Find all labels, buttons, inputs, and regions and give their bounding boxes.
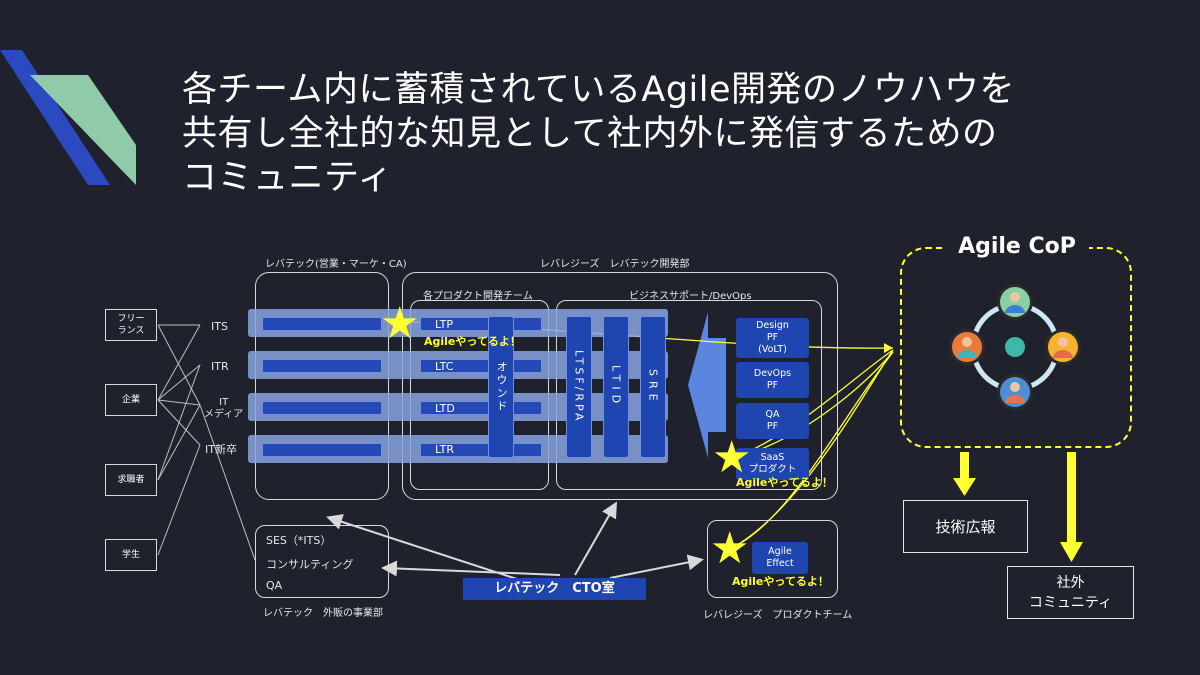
lane-bar-its-sales xyxy=(262,317,382,331)
label-business-support: ビジネスサポート/DevOps xyxy=(629,291,752,302)
column-owned: オウンド xyxy=(488,316,514,458)
person-icon-right xyxy=(1045,329,1081,365)
agile-cop-title: Agile CoP xyxy=(958,234,1076,259)
lane-label-ltd: LTD xyxy=(435,402,455,415)
yellow-down-arrows xyxy=(953,452,1083,562)
label-external-sales: レバテック 外販の事業部 xyxy=(263,608,383,619)
lane-bar-newgrad-sales xyxy=(262,443,382,457)
column-ltsf-rpa: LTSF/RPA xyxy=(566,316,592,458)
row-label-it-media: IT メディア xyxy=(204,397,244,420)
logo-blue-stripe xyxy=(0,50,110,185)
person-icon-top xyxy=(997,284,1033,320)
cto-office-box: レバテック CTO室 xyxy=(463,578,646,600)
agile-doing-label-1: Agileやってるよ！ xyxy=(424,335,521,348)
lane-bar-media-sales xyxy=(262,401,382,415)
platform-design: Design PF (VoLT) xyxy=(736,318,809,358)
external-community-box: 社外 コミュニティ xyxy=(1007,566,1134,619)
ses-line-3: QA xyxy=(266,579,283,592)
column-sre: SRE xyxy=(640,316,666,458)
ses-line-2: コンサルティング xyxy=(266,558,354,571)
logo-green-stripe xyxy=(30,75,136,185)
levelages-product-container xyxy=(707,520,838,598)
agile-effect-box: Agile Effect xyxy=(752,542,808,574)
big-arrow xyxy=(688,312,726,458)
sales-container xyxy=(255,272,389,500)
star-icon-1: ★ xyxy=(380,298,420,349)
title-line-1: 各チーム内に蓄積されているAgile開発のノウハウを xyxy=(182,70,1016,110)
agile-doing-label-3: Agileやってるよ！ xyxy=(732,575,829,588)
ses-container xyxy=(255,525,389,598)
platform-saas: SaaS プロダクト xyxy=(736,448,809,480)
person-icon-left xyxy=(949,329,985,365)
ses-line-1: SES（*ITS） xyxy=(266,534,332,547)
dev-dept-container xyxy=(402,272,838,500)
label-levelages-dev: レバレジーズ レバテック開発部 xyxy=(540,259,690,270)
title-line-2: 共有し全社的な知見として社内外に発信するための xyxy=(182,114,998,154)
agile-doing-label-2: Agileやってるよ！ xyxy=(736,476,833,489)
agile-cop-title-bg xyxy=(945,236,1089,260)
row-label-itr: ITR xyxy=(211,360,229,373)
label-levelages-product: レバレジーズ プロダクトチーム xyxy=(703,610,853,621)
lane-label-ltr: LTR xyxy=(435,443,454,456)
side-box-student: 学生 xyxy=(105,539,157,571)
title-line-3: コミュニティ xyxy=(182,158,393,198)
side-box-company: 企業 xyxy=(105,384,157,416)
person-icon-bottom xyxy=(997,374,1033,410)
lane-label-ltc: LTC xyxy=(435,360,454,373)
star-icon-3: ★ xyxy=(710,523,750,574)
side-box-freelance: フリー ランス xyxy=(105,309,157,341)
label-leverages-tech-sales: レバテック(営業・マーケ・CA) xyxy=(265,259,407,270)
corner-logo-shapes xyxy=(0,50,136,185)
platform-qa: QA PF xyxy=(736,403,809,439)
label-product-teams: 各プロダクト開発チーム xyxy=(423,291,533,302)
side-box-job-seeker: 求職者 xyxy=(105,464,157,496)
platform-devops: DevOps PF xyxy=(736,362,809,398)
row-label-it-newgrad: IT新卒 xyxy=(205,443,237,456)
row-label-its: ITS xyxy=(211,320,228,333)
tech-pr-box: 技術広報 xyxy=(903,500,1028,553)
community-icon xyxy=(949,284,1081,410)
column-ltid: LTID xyxy=(603,316,629,458)
lane-bar-itr-sales xyxy=(262,359,382,373)
star-icon-2: ★ xyxy=(712,432,752,483)
lane-label-ltp: LTP xyxy=(435,318,453,331)
